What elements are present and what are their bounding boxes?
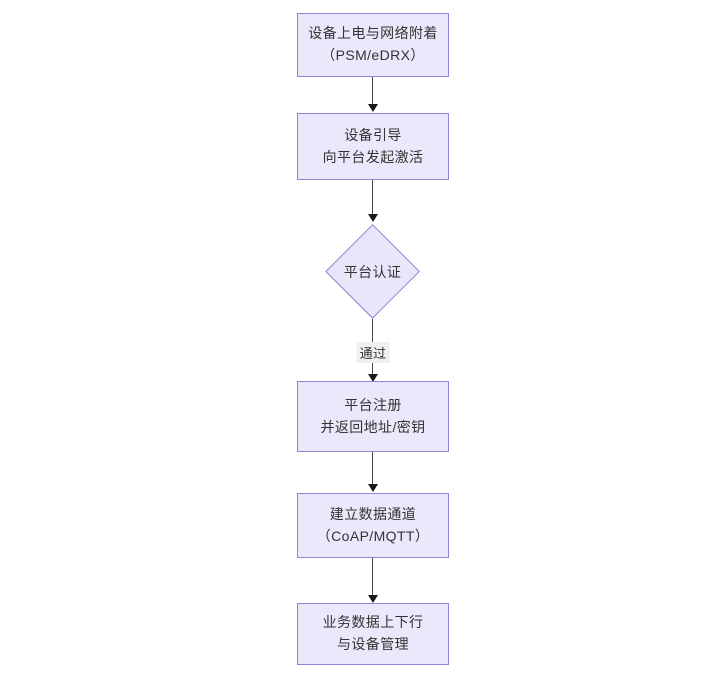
- flow-node-platform-registration[interactable]: 平台注册 并返回地址/密钥: [297, 381, 449, 452]
- flow-node-line-2: 并返回地址/密钥: [320, 418, 426, 435]
- flow-node-line-2: （PSM/eDRX）: [321, 47, 425, 63]
- edge-line-n1-n2: [372, 77, 373, 106]
- edge-arrowhead-n4-n5: [368, 484, 378, 492]
- flow-node-line-1: 平台注册: [344, 396, 402, 413]
- edge-arrowhead-n1-n2: [368, 104, 378, 112]
- flow-node-line-1: 设备引导: [344, 126, 402, 143]
- flow-node-establish-data-channel[interactable]: 建立数据通道 （CoAP/MQTT）: [297, 493, 449, 558]
- flow-node-line-1: 设备上电与网络附着: [308, 25, 438, 42]
- flow-node-line-2: 向平台发起激活: [322, 148, 424, 165]
- flow-node-platform-authentication[interactable]: 平台认证: [324, 223, 420, 319]
- flow-node-device-bootstrap[interactable]: 设备引导 向平台发起激活: [297, 113, 449, 180]
- edge-arrowhead-n3-n4: [368, 374, 378, 382]
- edge-line-n4-n5: [372, 452, 373, 485]
- flow-node-line-1: 业务数据上下行: [322, 614, 424, 631]
- flow-node-business-data-and-device-management[interactable]: 业务数据上下行 与设备管理: [297, 603, 449, 665]
- flow-node-line-1: 建立数据通道: [329, 505, 417, 522]
- flow-node-line-2: （CoAP/MQTT）: [316, 527, 430, 544]
- edge-arrowhead-n2-n3: [368, 214, 378, 222]
- flow-node-line-2: 与设备管理: [337, 636, 409, 652]
- edge-line-n5-n6: [372, 558, 373, 596]
- flow-node-device-power-on[interactable]: 设备上电与网络附着 （PSM/eDRX）: [297, 13, 449, 77]
- edge-arrowhead-n5-n6: [368, 595, 378, 603]
- edge-label-pass: 通过: [356, 342, 390, 363]
- flow-node-line-1: 平台认证: [343, 263, 402, 280]
- edge-line-n2-n3: [372, 180, 373, 216]
